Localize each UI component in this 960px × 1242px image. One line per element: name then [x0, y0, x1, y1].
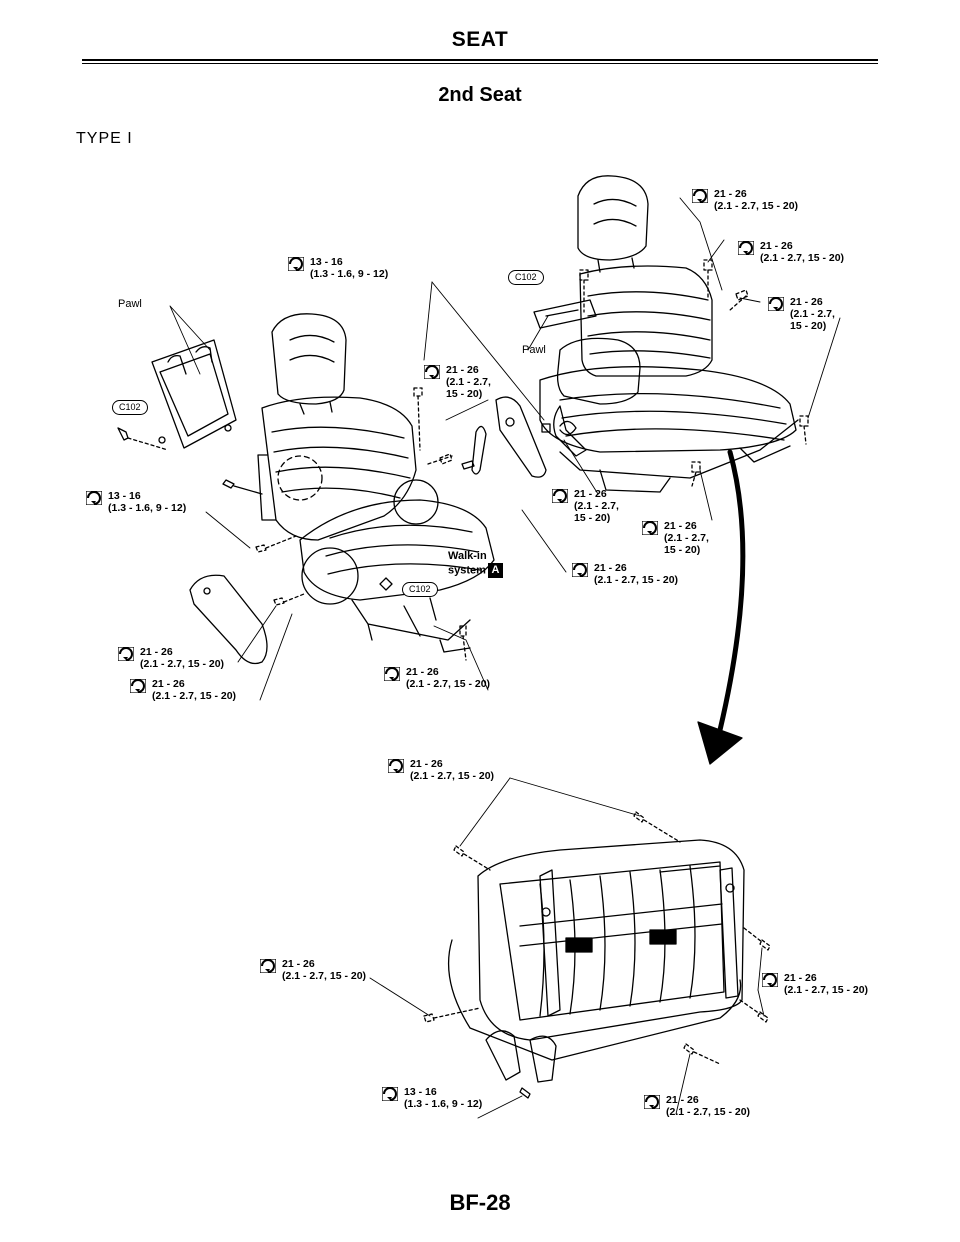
torque-spec: 21 - 26 (2.1 - 2.7, 15 - 20) [118, 646, 224, 670]
page-title: SEAT [451, 28, 509, 51]
torque-spec: 21 - 26 (2.1 - 2.7, 15 - 20) [572, 562, 678, 586]
torque-spec: 21 - 26 (2.1 - 2.7, 15 - 20) [762, 972, 868, 996]
walk-in-system-text: system [448, 564, 486, 577]
torque-spec: 21 - 26 (2.1 - 2.7, 15 - 20) [768, 296, 835, 332]
left-seat-drawing [117, 281, 547, 701]
torque-wrench-icon [424, 365, 440, 379]
seat-rear-view-drawing [369, 777, 771, 1119]
torque-spec: 21 - 26 (2.1 - 2.7, 15 - 20) [424, 364, 491, 400]
torque-wrench-icon [288, 257, 304, 271]
torque-spec: 21 - 26 (2.1 - 2.7, 15 - 20) [384, 666, 490, 690]
torque-spec: 21 - 26 (2.1 - 2.7, 15 - 20) [552, 488, 619, 524]
torque-wrench-icon [642, 521, 658, 535]
torque-spec: 21 - 26 (2.1 - 2.7, 15 - 20) [260, 958, 366, 982]
torque-spec: 13 - 16 (1.3 - 1.6, 9 - 12) [86, 490, 186, 514]
walk-in-text: Walk-in [448, 550, 487, 562]
title-rule-thick [82, 59, 878, 61]
torque-wrench-icon [384, 667, 400, 681]
torque-spec: 21 - 26 (2.1 - 2.7, 15 - 20) [738, 240, 844, 264]
right-seat-drawing [521, 175, 841, 573]
torque-spec: 21 - 26 (2.1 - 2.7, 15 - 20) [692, 188, 798, 212]
torque-wrench-icon [762, 973, 778, 987]
connector-label-left: C102 [112, 400, 148, 415]
type-label: TYPE I [76, 130, 133, 147]
torque-spec: 21 - 26 (2.1 - 2.7, 15 - 20) [642, 520, 709, 556]
torque-wrench-icon [388, 759, 404, 773]
page-number: BF-28 [449, 1190, 511, 1215]
title-rule-thin [82, 63, 878, 64]
pawl-label-left: Pawl [118, 298, 142, 310]
connector-label-right: C102 [508, 270, 544, 285]
torque-wrench-icon [552, 489, 568, 503]
torque-wrench-icon [260, 959, 276, 973]
walk-in-badge: A [487, 563, 503, 578]
torque-wrench-icon [738, 241, 754, 255]
torque-wrench-icon [130, 679, 146, 693]
torque-wrench-icon [692, 189, 708, 203]
torque-spec: 21 - 26 (2.1 - 2.7, 15 - 20) [130, 678, 236, 702]
torque-spec: 13 - 16 (1.3 - 1.6, 9 - 12) [382, 1086, 482, 1110]
torque-spec: 21 - 26 (2.1 - 2.7, 15 - 20) [644, 1094, 750, 1118]
direction-arrow [697, 449, 746, 765]
torque-wrench-icon [768, 297, 784, 311]
pawl-label-right: Pawl [522, 344, 546, 356]
torque-spec: 13 - 16 (1.3 - 1.6, 9 - 12) [288, 256, 388, 280]
torque-spec: 21 - 26 (2.1 - 2.7, 15 - 20) [388, 758, 494, 782]
torque-wrench-icon [382, 1087, 398, 1101]
torque-wrench-icon [644, 1095, 660, 1109]
section-subtitle: 2nd Seat [438, 84, 522, 106]
torque-wrench-icon [572, 563, 588, 577]
connector-label-center: C102 [402, 582, 438, 597]
torque-wrench-icon [86, 491, 102, 505]
torque-wrench-icon [118, 647, 134, 661]
